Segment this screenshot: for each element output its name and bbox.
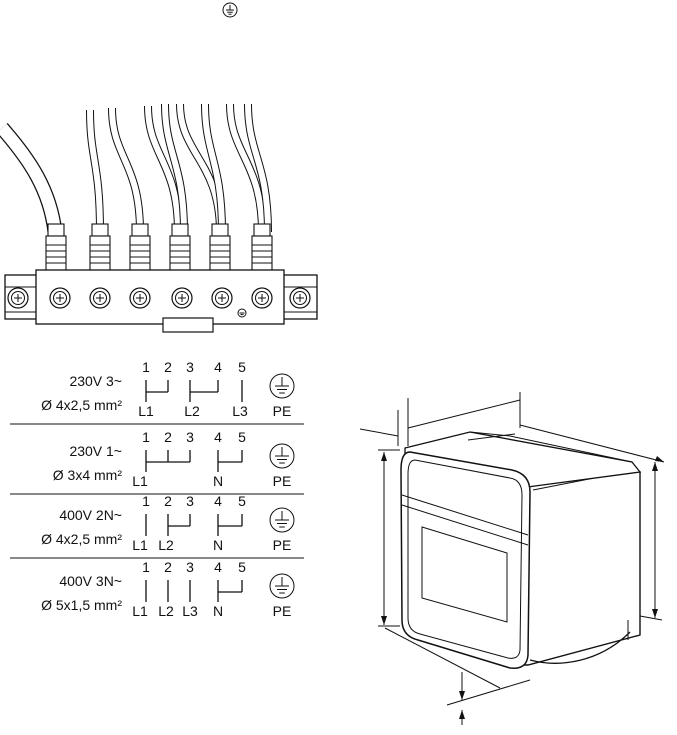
- terminal-screw: [171, 287, 193, 309]
- terminal-number: 5: [238, 429, 246, 445]
- terminal-number: 1: [142, 429, 150, 445]
- earth-ground-icon: [269, 373, 295, 399]
- wiring-mark: [167, 514, 191, 536]
- phase-label: N: [213, 603, 223, 619]
- cable-size: Ø 3x4 mm²: [53, 467, 123, 483]
- oven-dimension-illustration: [359, 392, 665, 725]
- phase-label: L2: [158, 537, 174, 553]
- wire-lug: [129, 223, 151, 273]
- wire-lug: [45, 223, 67, 273]
- wiring-mark: [217, 580, 243, 602]
- earth-ground-icon: [222, 2, 238, 18]
- supply-voltage: 230V 3~: [69, 373, 122, 389]
- phase-label: L1: [132, 603, 148, 619]
- terminal-screw: [211, 287, 233, 309]
- cable-size: Ø 4x2,5 mm²: [41, 531, 122, 547]
- phase-label: L3: [232, 403, 248, 419]
- pe-label: PE: [273, 473, 292, 489]
- terminal-number: 2: [164, 429, 172, 445]
- pe-label: PE: [273, 603, 292, 619]
- terminal-screw: [129, 287, 151, 309]
- terminal-number: 5: [238, 559, 246, 575]
- terminal-screw: [7, 287, 29, 309]
- terminal-screw: [251, 287, 273, 309]
- terminal-screw: [49, 287, 71, 309]
- terminal-number: 1: [142, 359, 150, 375]
- phase-label: L1: [132, 537, 148, 553]
- terminal-number: 5: [238, 359, 246, 375]
- terminal-number: 4: [214, 359, 222, 375]
- phase-label: L1: [132, 473, 148, 489]
- phase-label: N: [213, 473, 223, 489]
- supply-voltage: 400V 2N~: [59, 507, 122, 523]
- wire-lug: [209, 223, 231, 273]
- earth-ground-icon: [269, 443, 295, 469]
- cable-size: Ø 5x1,5 mm²: [41, 597, 122, 613]
- wire-lug: [169, 223, 191, 273]
- terminal-screw: [89, 287, 111, 309]
- terminal-number: 4: [214, 559, 222, 575]
- terminal-number: 2: [164, 359, 172, 375]
- wiring-mark: [145, 450, 191, 472]
- terminal-number: 5: [238, 493, 246, 509]
- supply-voltage: 400V 3N~: [59, 573, 122, 589]
- cable-size: Ø 4x2,5 mm²: [41, 397, 122, 413]
- terminal-number: 4: [214, 429, 222, 445]
- wire-lug: [251, 223, 273, 273]
- phase-label: L2: [184, 403, 200, 419]
- wiring-mark: [217, 450, 243, 472]
- terminal-number: 3: [186, 359, 194, 375]
- wiring-mark: [145, 380, 169, 402]
- phase-label: L3: [182, 603, 198, 619]
- terminal-number: 3: [186, 493, 194, 509]
- earth-ground-icon: [269, 507, 295, 533]
- terminal-number: 2: [164, 493, 172, 509]
- terminal-block-illustration: [0, 103, 318, 333]
- wiring-mark: [189, 380, 219, 402]
- terminal-number: 4: [214, 493, 222, 509]
- terminal-screw: [289, 287, 311, 309]
- earth-ground-icon: [269, 573, 295, 599]
- terminal-number: 2: [164, 559, 172, 575]
- phase-label: L1: [138, 403, 154, 419]
- terminal-number: 1: [142, 559, 150, 575]
- pe-label: PE: [273, 537, 292, 553]
- terminal-number: 3: [186, 429, 194, 445]
- phase-label: N: [213, 537, 223, 553]
- supply-voltage: 230V 1~: [69, 443, 122, 459]
- pe-label: PE: [273, 403, 292, 419]
- wire-lug: [89, 223, 111, 273]
- wiring-mark: [217, 514, 243, 536]
- phase-label: L2: [158, 603, 174, 619]
- terminal-number: 1: [142, 493, 150, 509]
- terminal-number: 3: [186, 559, 194, 575]
